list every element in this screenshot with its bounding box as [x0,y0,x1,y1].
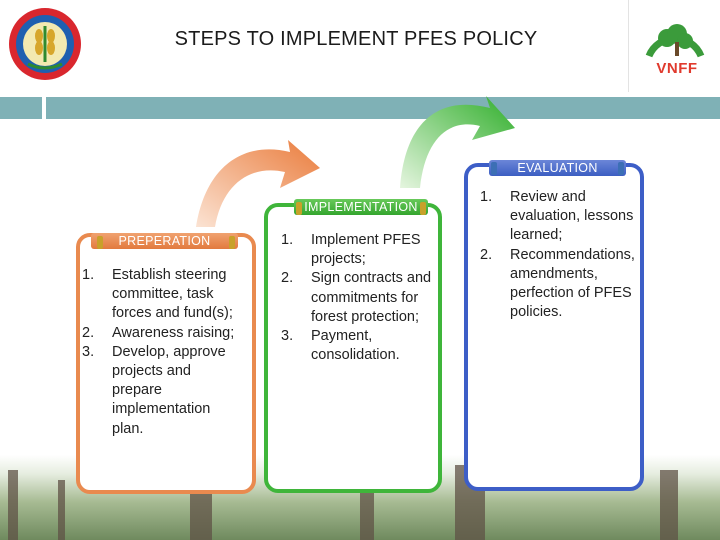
evaluation-box [464,163,644,491]
curved-arrow-orange-icon [196,140,320,227]
list-item: 1.Review and evaluation, lessons learned… [480,189,634,244]
list-item: 1.Establish steering committee, task for… [82,267,233,322]
label-tab-icon [97,236,103,249]
curved-arrow-green-icon [400,96,515,188]
list-item: 1.Implement PFES projects; [281,232,421,268]
implementation-label: IMPLEMENTATION [294,199,428,215]
label-tab-icon [618,162,624,175]
label-tab-icon [296,202,302,215]
vnff-logo-text: VNFF [656,60,698,77]
list-item: 3.Payment, consolidation. [281,328,400,364]
evaluation-list: 1.Review and evaluation, lessons learned… [480,188,638,322]
list-item: 3.Develop, approve projects and prepare … [82,343,226,437]
vnff-tree-logo-icon [645,24,705,58]
page-title: STEPS TO IMPLEMENT PFES POLICY [174,28,538,50]
label-tab-icon [420,202,426,215]
tree-trunk [8,470,18,540]
preparation-label: PREPERATION [91,233,238,249]
tree-trunk [58,480,65,540]
list-item: 2.Awareness raising; [82,324,235,341]
preparation-box [76,233,256,494]
header-divider-right [46,97,720,119]
label-tab-icon [229,236,235,249]
tree-trunk [660,470,678,540]
implementation-box [264,203,442,493]
vnff-logo: VNFF [628,0,720,92]
ministry-emblem-icon [9,8,81,80]
label-tab-icon [491,162,497,175]
list-item: 2.Sign contracts and commitments for for… [281,270,432,325]
header-divider-left [0,97,42,119]
implementation-list: 1.Implement PFES projects; 2.Sign contra… [281,231,439,365]
preparation-list: 1.Establish steering committee, task for… [82,266,242,439]
list-item: 2.Recommendations, amendments, perfectio… [480,246,635,321]
evaluation-label: EVALUATION [489,160,626,176]
